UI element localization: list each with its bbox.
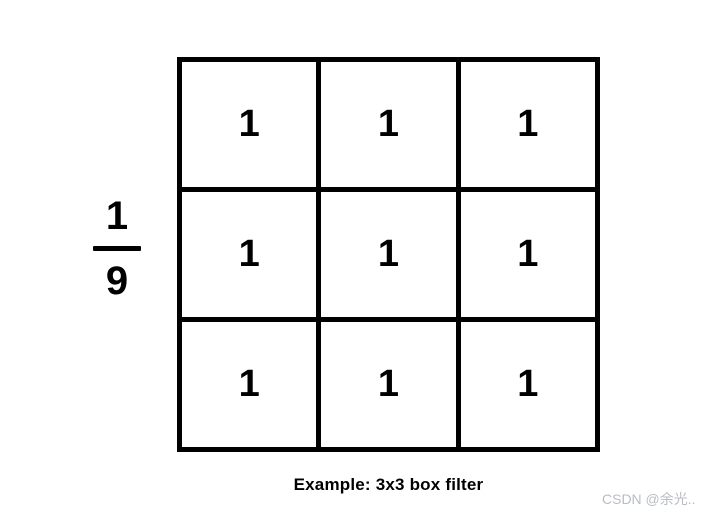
fraction-denominator: 9 (105, 259, 129, 303)
kernel-cell-0-0: 1 (182, 62, 317, 187)
fraction-numerator: 1 (105, 194, 129, 238)
kernel-grid: 1 1 1 1 1 1 1 1 1 (177, 57, 600, 452)
kernel-cell-1-2: 1 (460, 192, 595, 317)
kernel-cell-2-0: 1 (182, 322, 317, 447)
kernel-cell-1-0: 1 (182, 192, 317, 317)
fraction-bar (93, 246, 141, 251)
figure-caption: Example: 3x3 box filter (293, 475, 484, 494)
fraction-one-ninth: 1 9 (88, 196, 146, 301)
watermark: CSDN @余光.. (602, 491, 696, 507)
kernel-cell-1-1: 1 (321, 192, 456, 317)
kernel-cell-2-2: 1 (460, 322, 595, 447)
kernel-cell-0-2: 1 (460, 62, 595, 187)
kernel-cell-2-1: 1 (321, 322, 456, 447)
kernel-cell-0-1: 1 (321, 62, 456, 187)
